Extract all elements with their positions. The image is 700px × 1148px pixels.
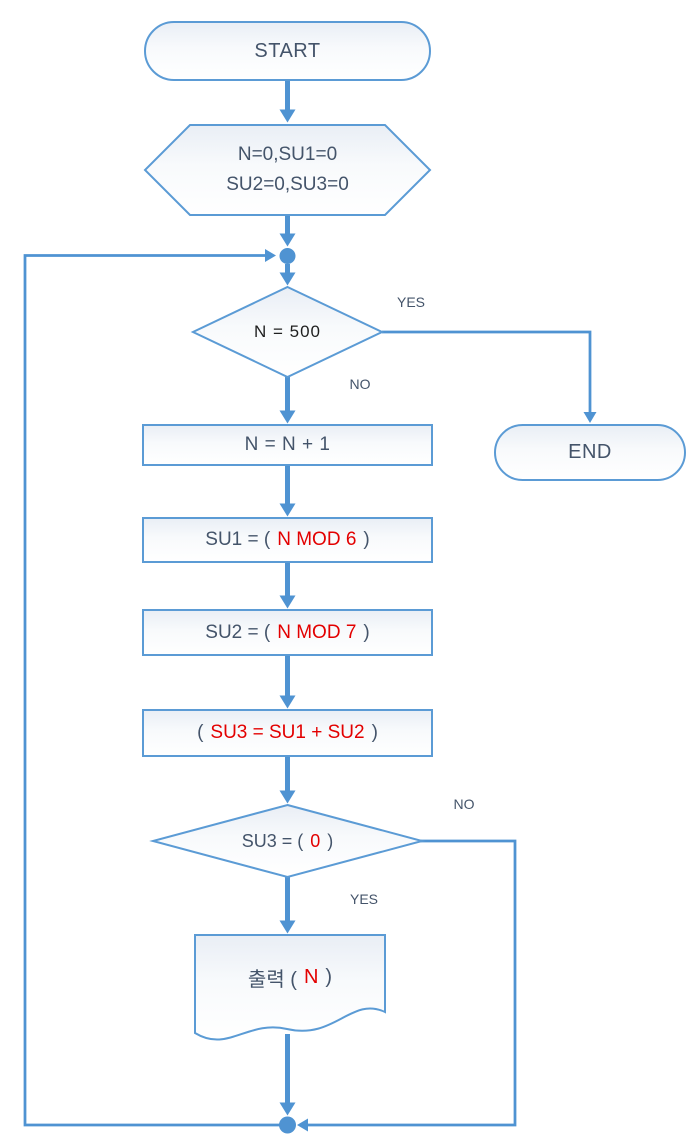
start-label: START	[254, 39, 321, 62]
mod6-label: SU1 = ( N MOD 6 )	[143, 518, 432, 562]
no-label-2: NO	[453, 796, 475, 812]
mod7-suffix: )	[363, 621, 370, 643]
loop-back-connector	[23, 249, 280, 1127]
mod6-process-node	[142, 517, 433, 563]
mod6-suffix: )	[363, 529, 370, 550]
end-label: END	[568, 441, 612, 463]
decision-su3zero-label: SU3 = ( 0 )	[153, 805, 422, 877]
zerocheck-prefix: SU3 = (	[241, 830, 304, 851]
output-document-node	[194, 934, 386, 1041]
yes-label-2: YES	[349, 891, 378, 907]
zerocheck-answer: 0	[310, 830, 321, 851]
output-suffix: )	[325, 965, 333, 988]
init-label: N=0,SU1=0 SU2=0,SU3=0	[145, 125, 430, 215]
start-node	[144, 21, 431, 81]
decision-n500-label: N = 500	[253, 322, 321, 341]
no-branch-connector	[297, 839, 517, 1132]
mod7-label: SU2 = ( N MOD 7 )	[143, 610, 432, 655]
no-label-1: NO	[349, 376, 371, 392]
output-answer: N	[303, 965, 319, 988]
sum-answer: SU3 = SU1 + SU2	[210, 722, 365, 743]
decision-su3zero-node	[149, 803, 426, 879]
init-line1: N=0,SU1=0	[237, 144, 338, 165]
yes-branch-connector	[382, 330, 597, 423]
bottom-junction-dot	[279, 1116, 296, 1134]
top-junction-dot	[279, 248, 296, 264]
sum-suffix: )	[371, 722, 378, 743]
mod6-answer: N MOD 6	[277, 529, 357, 550]
init-line2: SU2=0,SU3=0	[226, 174, 349, 195]
mod7-answer: N MOD 7	[277, 621, 357, 643]
output-label: 출력 ( N )	[195, 935, 385, 1019]
yes-label-1: YES	[396, 294, 425, 310]
mod6-prefix: SU1 = (	[205, 529, 271, 550]
output-prefix: 출력 (	[247, 968, 297, 991]
increment-label: N = N + 1	[244, 434, 331, 455]
end-node	[494, 424, 686, 481]
mod7-process-node	[142, 609, 433, 656]
increment-process-node	[142, 424, 433, 466]
sum-prefix: (	[197, 722, 204, 743]
init-preparation-node	[143, 124, 432, 216]
sum-label: ( SU3 = SU1 + SU2 )	[143, 710, 432, 756]
mod7-prefix: SU2 = (	[205, 621, 271, 643]
zerocheck-suffix: )	[327, 830, 334, 851]
decision-n500-node	[190, 285, 385, 379]
sum-process-node	[142, 709, 433, 757]
